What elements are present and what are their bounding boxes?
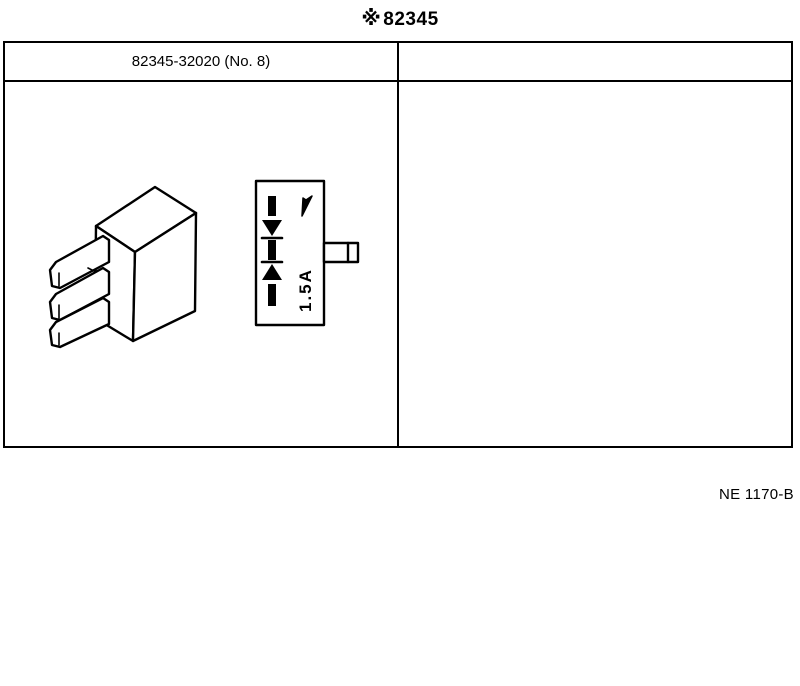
page-title: ※82345 <box>0 6 800 31</box>
arrow-mark-icon <box>301 195 313 217</box>
terminal-pins-icon <box>48 234 111 349</box>
drawing-code: NE 1170-B <box>719 486 794 503</box>
rating-label: 1.5A <box>296 268 315 312</box>
reference-mark-icon: ※ <box>361 8 382 30</box>
column-header-part-number: 82345-32020 (No. 8) <box>131 53 271 70</box>
label-box <box>254 179 360 327</box>
title-text: 82345 <box>383 9 439 30</box>
diode-symbol-icon <box>260 196 284 306</box>
parts-table: 82345-32020 (No. 8) <box>3 41 793 448</box>
column-divider <box>397 43 399 446</box>
